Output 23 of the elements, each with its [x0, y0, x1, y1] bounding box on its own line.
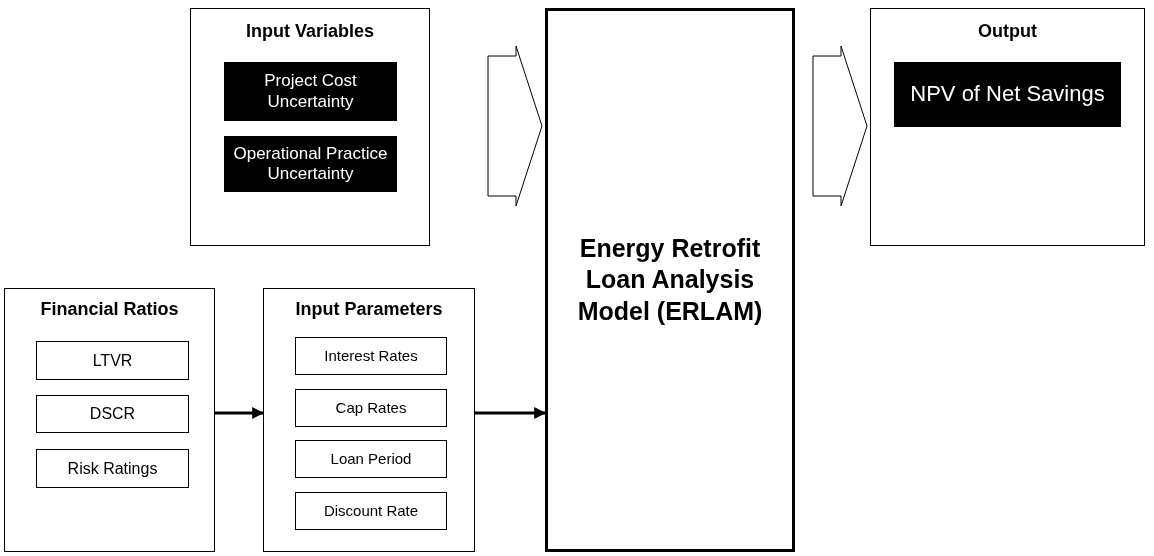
- panel-title: Input Variables: [244, 21, 375, 42]
- dark-label-box: NPV of Net Savings: [894, 62, 1121, 127]
- dark-label-box: Operational Practice Uncertainty: [224, 136, 397, 192]
- block-arrow: [812, 45, 868, 207]
- arrow: [215, 407, 265, 419]
- panel: [263, 288, 475, 552]
- item-box: Risk Ratings: [36, 449, 189, 488]
- item-box: Cap Rates: [295, 389, 447, 427]
- panel: [190, 8, 430, 246]
- model-box: Energy Retrofit Loan Analysis Model (ERLAM): [545, 8, 795, 552]
- item-box: DSCR: [36, 395, 189, 433]
- panel: [870, 8, 1145, 246]
- panel: [4, 288, 215, 552]
- item-box: LTVR: [36, 341, 189, 380]
- block-arrow: [487, 45, 543, 207]
- panel-title: Financial Ratios: [39, 299, 180, 320]
- item-box: Interest Rates: [295, 337, 447, 375]
- item-box: Loan Period: [295, 440, 447, 478]
- panel-title: Input Parameters: [294, 299, 444, 320]
- item-box: Discount Rate: [295, 492, 447, 530]
- panel-title: Output: [977, 21, 1038, 42]
- arrow: [475, 407, 547, 419]
- dark-label-box: Project Cost Uncertainty: [224, 62, 397, 121]
